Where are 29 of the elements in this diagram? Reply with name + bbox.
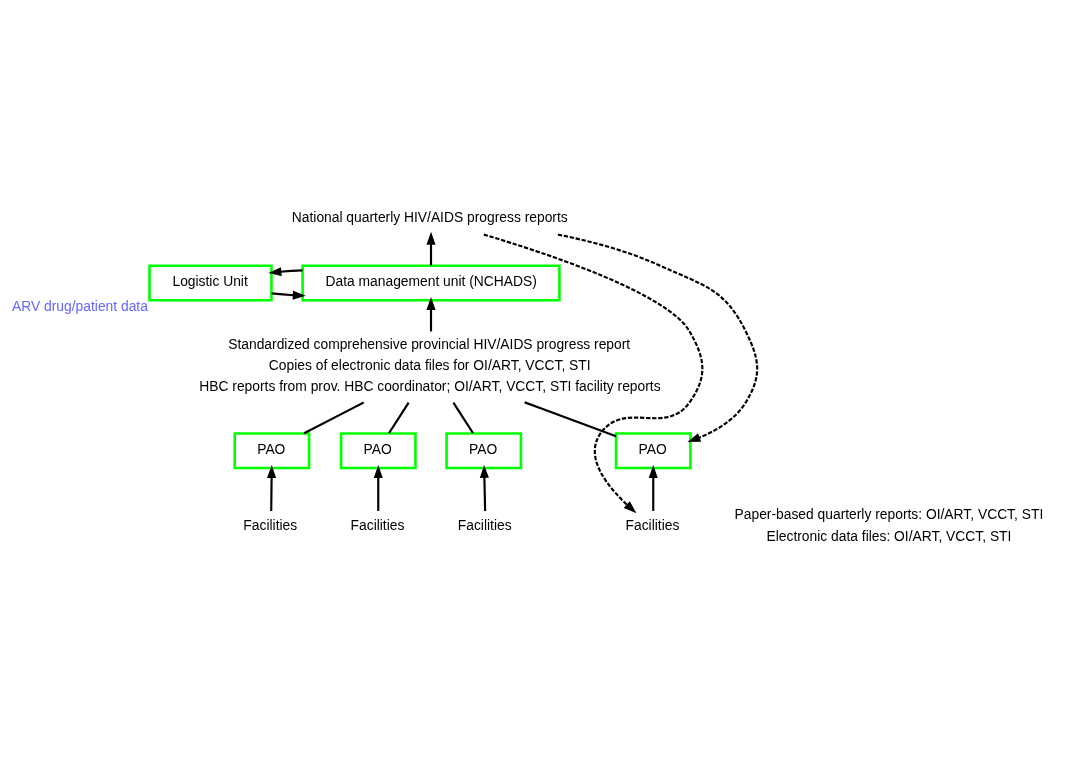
arrow [268, 267, 303, 277]
node-text: Facilities [350, 517, 405, 534]
arrow [648, 464, 658, 511]
node-box: Data management unit (NCHADS) [301, 264, 561, 302]
node-box: PAO [233, 432, 311, 470]
connector [388, 402, 410, 434]
node-text: National quarterly HIV/AIDS progress reports [291, 209, 568, 226]
node-text: Standardized comprehensive provincial HIV/AIDS progress report Copies of electronic data files for OI/ART, VCCT, STI HBC reports from prov. HBC coordinator; OI/ART, VCCT, STI facility reports [199, 336, 661, 394]
arrow [426, 231, 436, 266]
node-label: ARV drug/patient data [12, 298, 148, 315]
arrow [557, 233, 759, 443]
node-box: Logistic Unit [148, 264, 273, 302]
node-text: Facilities [243, 517, 298, 534]
arrow [479, 464, 489, 511]
arrow [267, 464, 277, 511]
node-box: PAO [339, 432, 417, 470]
connector [303, 401, 365, 435]
node-box: PAO [445, 432, 523, 470]
arrow [483, 233, 704, 514]
node-text: Facilities [457, 517, 512, 534]
label: Paper-based quarterly reports: OI/ART, VCCT, STI [734, 505, 1044, 522]
connector [452, 402, 474, 434]
arrow [373, 464, 383, 511]
node-box: PAO [614, 432, 692, 470]
arrow [426, 297, 436, 332]
label: Electronic data files: OI/ART, VCCT, STI [766, 528, 1012, 545]
node-text: Facilities [625, 517, 680, 534]
connector [524, 401, 617, 438]
arrow [271, 290, 306, 300]
